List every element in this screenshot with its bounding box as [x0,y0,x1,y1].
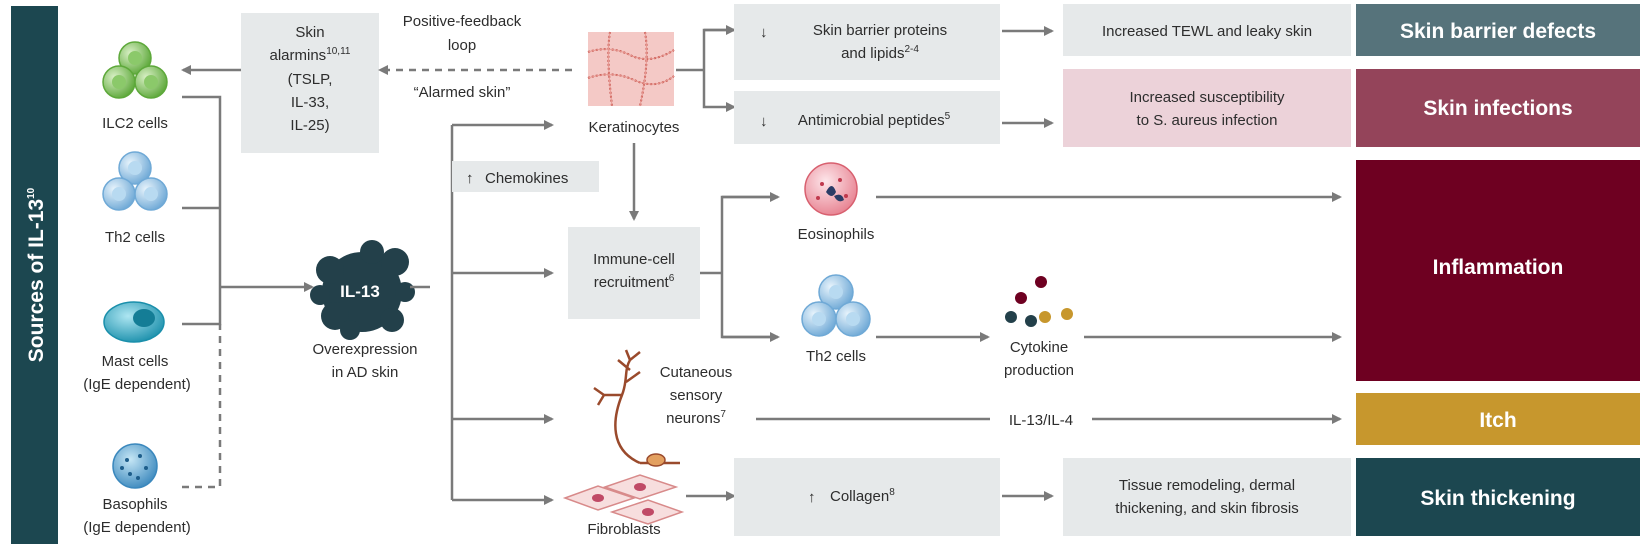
cytokine-line1: Cytokine [1010,339,1068,356]
source-bracket [182,95,222,326]
eosinophils-label: Eosinophils [798,226,875,243]
barrier-proteins-box [734,4,1000,80]
remodel-line1: Tissue remodeling, dermal [1119,477,1295,494]
il13-caption-1: Overexpression [312,341,417,358]
keratinocytes-label: Keratinocytes [589,119,680,136]
feedback-line1: Positive-feedback [403,13,522,30]
outcome-barrier-box [1356,4,1640,56]
feedback-line2: loop [448,37,476,54]
collagen-box [734,458,1000,536]
barrier-arrow: ↓ [760,24,768,41]
outcome-barrier-label: Skin barrier defects [1400,20,1596,43]
alarmins-line1: Skin [295,24,324,41]
neuron-icon [593,349,680,467]
il13-molecule-label: IL-13 [340,282,380,301]
basophil-dashed-link [182,324,222,489]
outcome-thickening-box [1356,458,1640,536]
infection-box [1063,69,1351,147]
outcome-inflammation-box [1356,160,1640,381]
outcome-inflammation-label: Inflammation [1433,256,1564,279]
amp-label: Antimicrobial peptides5 [798,111,951,129]
remodel-box [1063,458,1351,536]
il13-il4-label: IL-13/IL-4 [1009,412,1073,429]
cytokine-line2: production [1004,362,1074,379]
outcome-infections-label: Skin infections [1423,97,1572,120]
cytokine-dots-icon [1005,276,1073,327]
ilc2-cells-icon [102,41,168,99]
fibroblasts-label: Fibroblasts [587,521,660,538]
immune-line2: recruitment6 [594,273,675,291]
th2-cells-icon [102,151,168,211]
mast-cell-icon [103,301,165,343]
tewl-label: Increased TEWL and leaky skin [1102,23,1312,40]
chemokines-box [452,161,599,192]
amp-arrow: ↓ [760,113,768,130]
antimicrobial-box [734,91,1000,144]
il13-caption-2: in AD skin [332,364,399,381]
alarmed-skin-label: “Alarmed skin” [414,84,511,101]
alarmins-box [241,13,379,153]
immune-recruitment-box [568,227,700,319]
sidebar-bar [11,6,58,544]
sidebar-label: Sources of IL-1310 [25,187,48,362]
fibroblasts-icon [562,474,685,525]
th2-label: Th2 cells [105,229,165,246]
neurons-line3: neurons7 [666,409,726,427]
basophil-label-1: Basophils [102,496,167,513]
mast-label-1: Mast cells [102,353,169,370]
alarmins-line5: IL-25) [290,117,329,134]
infection-line1: Increased susceptibility [1129,89,1285,106]
tewl-box [1063,4,1351,56]
alarmins-line3: (TSLP, [288,71,333,88]
immune-line1: Immune-cell [593,251,675,268]
chemokines-label: Chemokines [485,170,568,187]
il13-molecule-icon [310,240,415,340]
collagen-label: Collagen8 [830,487,895,505]
immune-branch [700,195,776,339]
keratinocytes-icon [587,31,675,107]
collagen-arrow: ↑ [808,489,816,506]
neurons-line2: sensory [670,387,723,404]
barrier-line2: and lipids2-4 [841,44,919,62]
basophil-icon [112,443,158,489]
outcome-itch-label: Itch [1479,409,1516,432]
barrier-line1: Skin barrier proteins [813,22,947,39]
keratinocyte-branch [676,28,734,107]
alarmins-line4: IL-33, [291,94,329,111]
th2-mid-cells-icon [801,274,871,337]
alarmins-line2: alarmins10,11 [270,46,351,64]
outcome-infections-box [1356,69,1640,147]
th2-mid-label: Th2 cells [806,348,866,365]
ilc2-label: ILC2 cells [102,115,168,132]
mast-label-2: (IgE dependent) [83,376,191,393]
eosinophil-icon [804,162,858,216]
remodel-line2: thickening, and skin fibrosis [1115,500,1298,517]
outcome-thickening-label: Skin thickening [1420,487,1575,510]
infection-line2: to S. aureus infection [1137,112,1278,129]
basophil-label-2: (IgE dependent) [83,519,191,536]
chemokines-arrow: ↑ [466,170,474,187]
outcome-itch-box [1356,393,1640,445]
neurons-line1: Cutaneous [660,364,733,381]
